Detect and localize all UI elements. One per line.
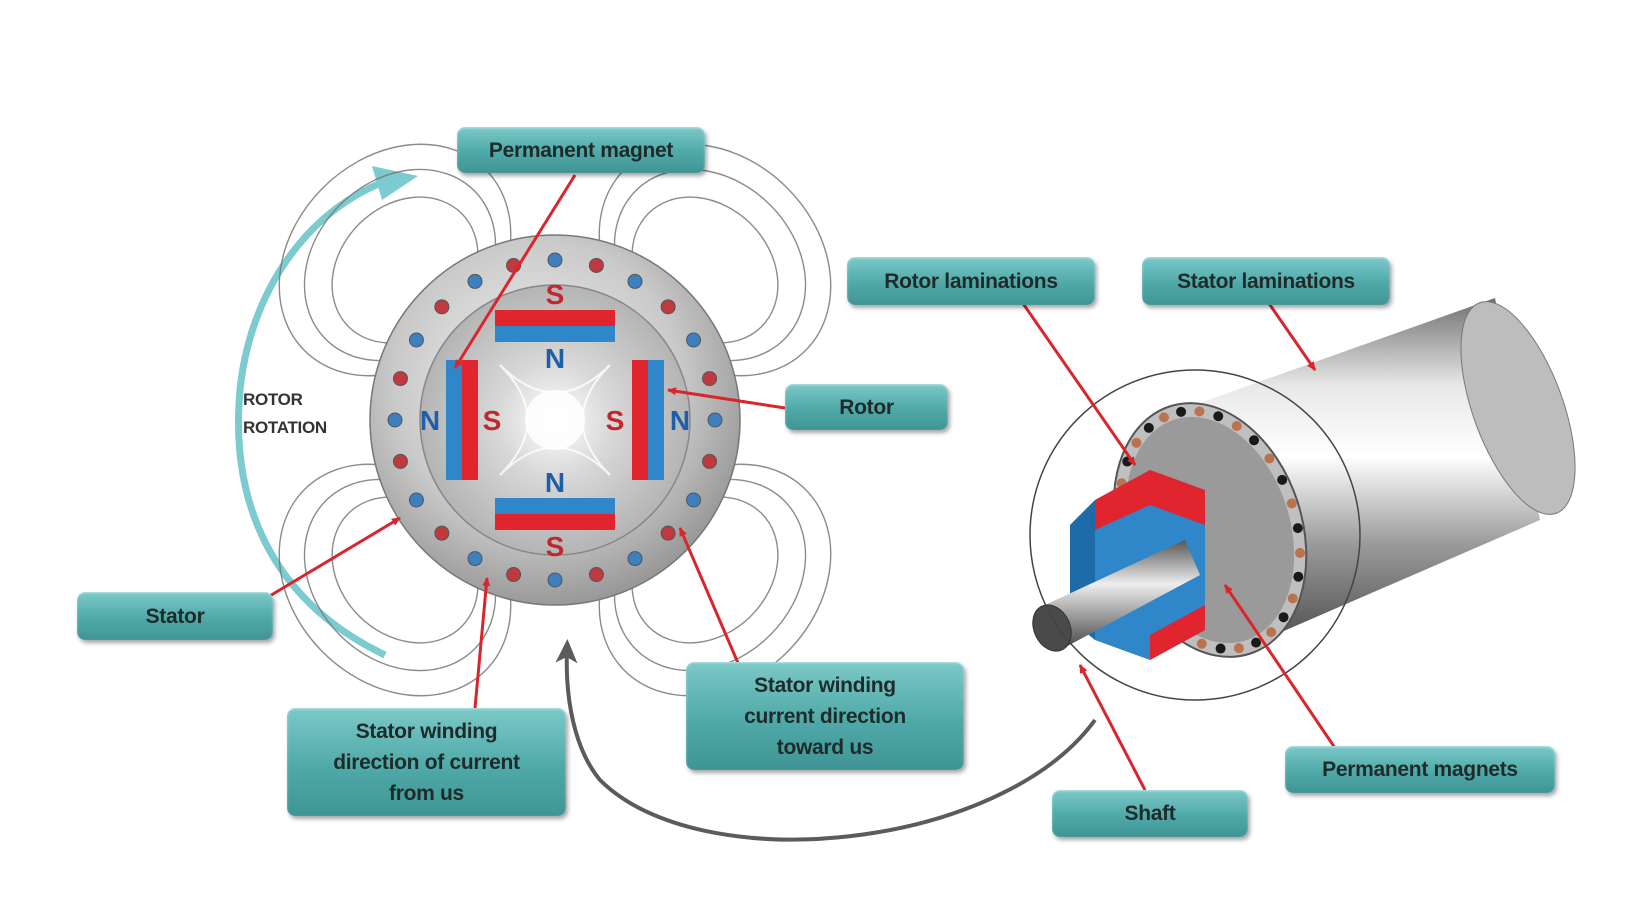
pole-left-outer: N <box>420 405 440 436</box>
stator-winding-slot <box>628 552 642 566</box>
stator-winding-slot <box>589 258 603 272</box>
stator-winding-slot <box>507 568 521 582</box>
cylinder-winding-dot <box>1234 643 1244 653</box>
pole-bottom-outer: S <box>546 531 565 562</box>
cylinder-winding-dot <box>1288 593 1298 603</box>
cylinder-winding-dot <box>1213 411 1223 421</box>
cylinder-winding-dot <box>1144 423 1154 433</box>
cylinder-winding-dot <box>1279 612 1289 622</box>
stator-winding-slot <box>703 454 717 468</box>
cylinder-winding-dot <box>1232 421 1242 431</box>
pole-left-inner: S <box>483 405 502 436</box>
stator-winding-slot <box>687 493 701 507</box>
rotor-magnet-left <box>446 360 478 480</box>
stator-winding-slot <box>435 300 449 314</box>
pole-right-outer: N <box>670 405 690 436</box>
cylinder-winding-dot <box>1295 548 1305 558</box>
stator-winding-slot <box>661 300 675 314</box>
cylinder-winding-dot <box>1194 406 1204 416</box>
rotor-magnet-top <box>495 310 615 342</box>
cylinder-winding-dot <box>1159 412 1169 422</box>
label-permanent-magnets: Permanent magnets <box>1285 746 1555 793</box>
cylinder-winding-dot <box>1249 435 1259 445</box>
stator-winding-slot <box>687 333 701 347</box>
cylinder-winding-dot <box>1287 498 1297 508</box>
stator-winding-slot <box>628 274 642 288</box>
label-stator-winding-toward-us: Stator winding current direction toward … <box>686 662 964 770</box>
pole-top-inner: N <box>545 343 565 374</box>
stator-winding-slot <box>409 493 423 507</box>
stator-winding-slot <box>435 526 449 540</box>
stator-winding-slot <box>409 333 423 347</box>
pole-bottom-inner: N <box>545 467 565 498</box>
stator-winding-slot <box>661 526 675 540</box>
cylinder-winding-dot <box>1176 407 1186 417</box>
stator-winding-slot <box>548 253 562 267</box>
label-shaft: Shaft <box>1052 790 1248 837</box>
stator-winding-slot <box>388 413 402 427</box>
stator-winding-slot <box>708 413 722 427</box>
cylinder-winding-dot <box>1293 523 1303 533</box>
rotor-rotation-caption: ROTOR ROTATION <box>243 386 327 442</box>
rotor-magnet-right <box>632 360 664 480</box>
stator-winding-slot <box>703 372 717 386</box>
stator-winding-slot <box>393 454 407 468</box>
cylinder-winding-dot <box>1293 572 1303 582</box>
label-permanent-magnet: Permanent magnet <box>457 127 705 173</box>
stator-winding-slot <box>548 573 562 587</box>
cylinder-winding-dot <box>1264 454 1274 464</box>
label-stator-winding-from-us: Stator winding direction of current from… <box>287 708 566 816</box>
stator-winding-slot <box>468 552 482 566</box>
stator-winding-slot <box>589 568 603 582</box>
cylinder-winding-dot <box>1277 475 1287 485</box>
label-stator: Stator <box>77 592 273 640</box>
cylinder-winding-dot <box>1251 638 1261 648</box>
cylinder-winding-dot <box>1197 639 1207 649</box>
cylinder-winding-dot <box>1131 438 1141 448</box>
cylinder-winding-dot <box>1266 627 1276 637</box>
cylinder-winding-dot <box>1216 644 1226 654</box>
pole-top-outer: S <box>546 279 565 310</box>
label-stator-laminations: Stator laminations <box>1142 257 1390 305</box>
label-rotor: Rotor <box>785 384 948 430</box>
rotor-magnet-bottom <box>495 498 615 530</box>
stator-winding-slot <box>393 372 407 386</box>
motor-cylinder <box>1026 287 1599 700</box>
stator-winding-slot <box>468 274 482 288</box>
pole-right-inner: S <box>606 405 625 436</box>
label-rotor-laminations: Rotor laminations <box>847 257 1095 305</box>
